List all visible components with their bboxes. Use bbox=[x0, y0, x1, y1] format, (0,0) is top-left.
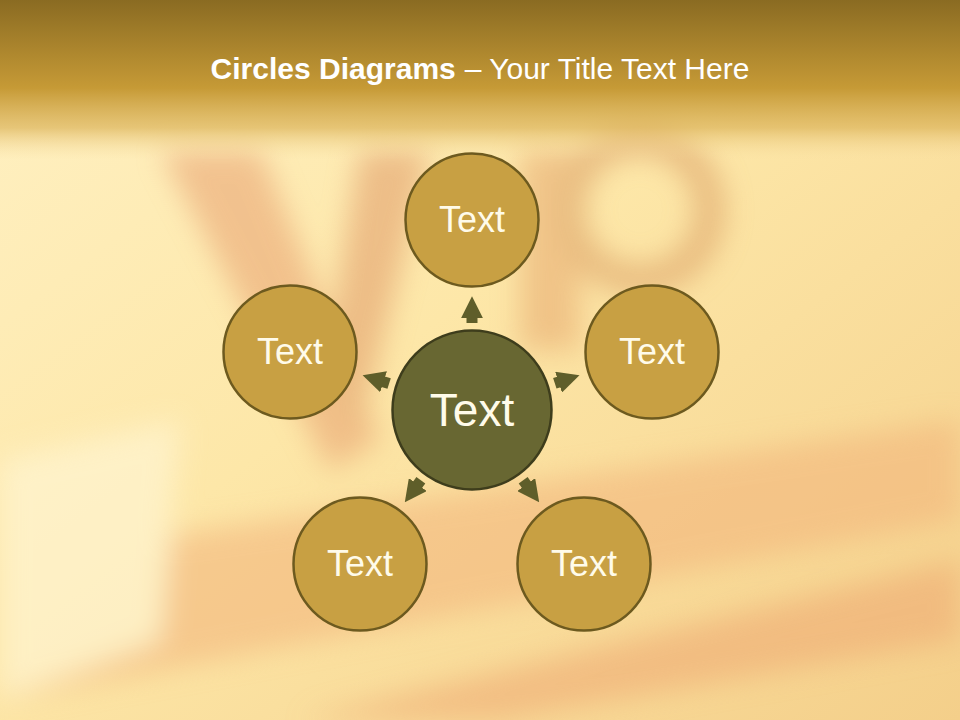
outer-circle: Text bbox=[292, 496, 428, 632]
circle-shape bbox=[393, 331, 552, 490]
outer-circle: Text bbox=[404, 152, 540, 288]
circle-shape bbox=[294, 498, 427, 631]
title-subtext: – Your Title Text Here bbox=[465, 52, 750, 85]
arrow-connector bbox=[555, 381, 561, 383]
node-text: Text bbox=[327, 544, 393, 584]
circle-shape bbox=[586, 286, 719, 419]
node-text: Text bbox=[430, 385, 514, 436]
node-text: Text bbox=[619, 332, 685, 372]
arrow-connector bbox=[467, 316, 478, 323]
circle-shape bbox=[518, 498, 651, 631]
arrow-connector bbox=[416, 480, 420, 486]
title-line: Circles Diagrams – Your Title Text Here bbox=[0, 52, 960, 86]
title: Circles Diagrams bbox=[211, 52, 456, 85]
arrow-connector bbox=[523, 480, 527, 486]
arrow-connector bbox=[381, 381, 389, 383]
outer-circle: Text bbox=[516, 496, 652, 632]
circle-shape bbox=[224, 286, 357, 419]
node-text: Text bbox=[257, 332, 323, 372]
center-circle: Text bbox=[391, 329, 553, 491]
outer-circle: Text bbox=[584, 284, 720, 420]
node-text: Text bbox=[439, 200, 505, 240]
node-text: Text bbox=[551, 544, 617, 584]
outer-circle: Text bbox=[222, 284, 358, 420]
circle-shape bbox=[406, 154, 539, 287]
